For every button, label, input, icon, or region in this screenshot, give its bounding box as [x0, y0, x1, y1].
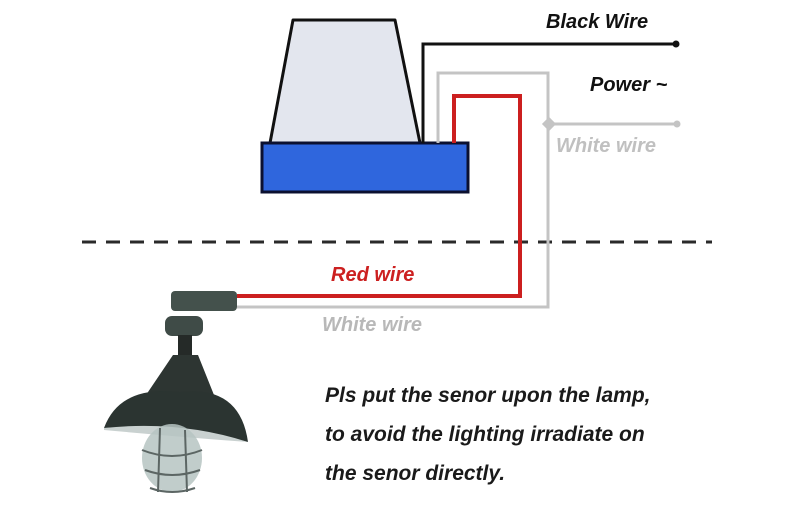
white-wire [237, 71, 550, 309]
lamp [104, 291, 248, 493]
sensor-base [260, 141, 470, 194]
black-wire-terminal [672, 40, 680, 48]
lamp-stem [178, 335, 192, 357]
note-line: the senor directly. [325, 462, 506, 485]
lamp-shade [104, 391, 248, 442]
white-wire-junction [541, 116, 557, 132]
sensor-dome [268, 18, 422, 145]
lamp-connector [171, 291, 237, 311]
red-wire-label: Red wire [331, 264, 415, 286]
lamp-shade-top [146, 355, 214, 395]
lamp-fitting [165, 316, 203, 336]
note-line: Pls put the senor upon the lamp, [325, 384, 651, 407]
red-wire [237, 94, 522, 298]
white-wire-label-bottom: White wire [322, 314, 423, 336]
white-wire-label-top: White wire [556, 135, 657, 157]
note-line: to avoid the lighting irradiate on [325, 423, 645, 446]
black-wire [421, 42, 676, 143]
white-wire-terminal [673, 120, 681, 128]
lamp-glass [142, 424, 202, 492]
lamp-cage [141, 427, 203, 493]
black-wire-label: Black Wire [546, 11, 649, 33]
installation-note: Pls put the senor upon the lamp, to avoi… [325, 376, 651, 493]
power-label: Power ~ [590, 74, 668, 96]
